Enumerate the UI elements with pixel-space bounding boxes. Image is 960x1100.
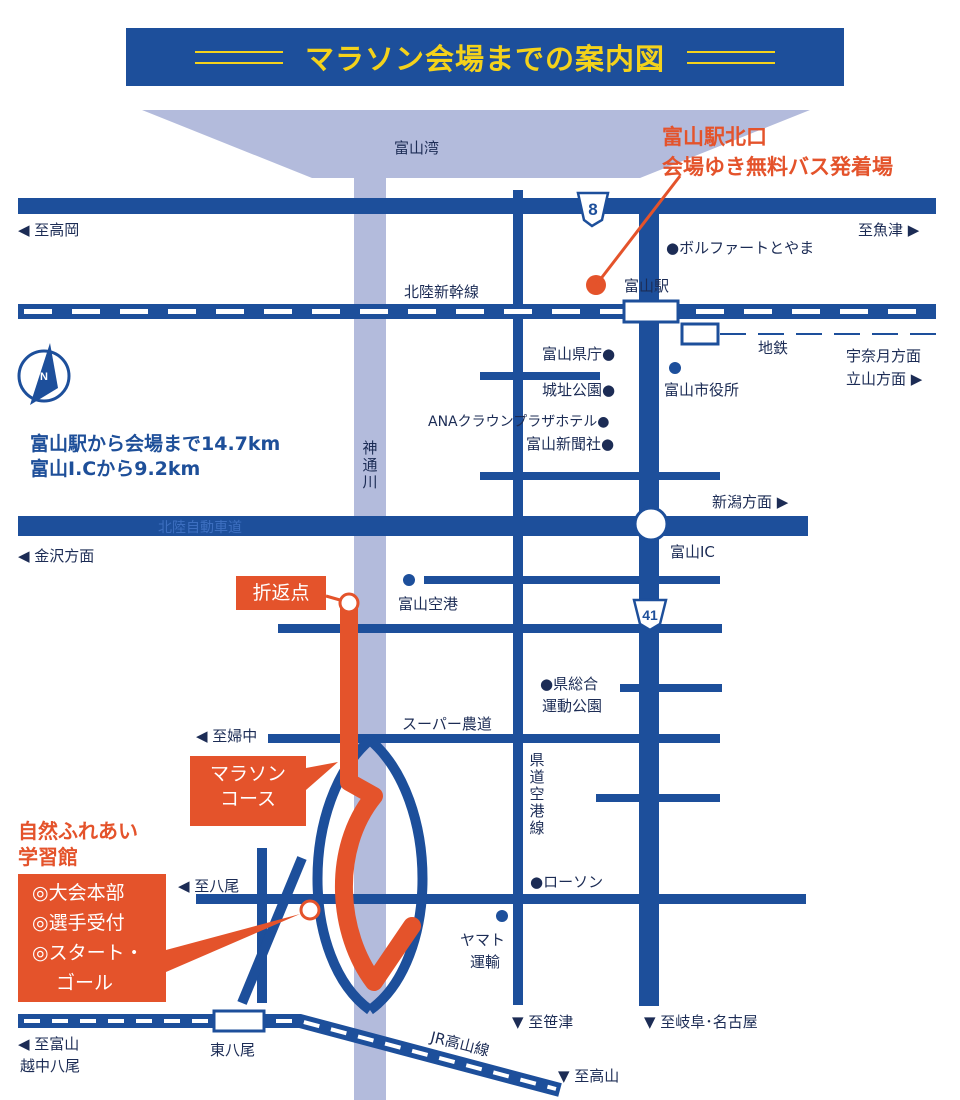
city-hall-label: 富山市役所 (664, 381, 740, 399)
higashi-yatsuo-station-box (212, 1009, 266, 1033)
distance-info: 富山駅から会場まで14.7km 富山I.Cから9.2km (30, 432, 280, 482)
compass-icon: N (17, 343, 71, 405)
hokuriku-expressway-label: 北陸自動車道 (158, 519, 242, 536)
distance-line-1: 富山駅から会場まで14.7km (30, 433, 281, 455)
turnaround-marker (338, 592, 360, 614)
to-fuchu-label: ◀ 至婦中 (196, 727, 258, 745)
title-bar: マラソン会場までの案内図 (126, 28, 844, 86)
svg-text:N: N (40, 371, 48, 383)
sports-park-label-1: ●県総合 (540, 675, 599, 693)
course-label-2: コース (219, 788, 277, 810)
venue-marker (299, 899, 321, 921)
yamato-label-2: 運輸 (470, 953, 501, 971)
kanazawa-label: ◀ 金沢方面 (18, 547, 95, 565)
toyama-station-box (622, 299, 680, 324)
shinkansen-label: 北陸新幹線 (404, 283, 480, 301)
to-sasazu-label: ▼ 至笹津 (512, 1013, 574, 1031)
joshi-park-label: 城址公園● (542, 381, 616, 399)
sports-park-label-2: 運動公園 (542, 697, 603, 715)
turnaround-box: 折返点 (236, 576, 326, 610)
venue-item-hq: ◎大会本部 (32, 882, 125, 904)
bus-stop-title: 富山駅北口 (662, 125, 767, 149)
unazuki-label: 宇奈月方面 (846, 347, 922, 365)
marathon-course (334, 595, 421, 991)
svg-text:41: 41 (642, 607, 658, 623)
route-41-shield: 41 (632, 598, 668, 632)
chitetsu-label: 地鉄 (758, 339, 789, 357)
toyama-ic-label: 富山IC (670, 543, 715, 561)
toyama-ic-marker (633, 506, 669, 542)
title-deco-right (687, 50, 775, 64)
higashi-yatsuo-label: 東八尾 (210, 1041, 256, 1059)
tateyama-label: 立山方面 ▶ (846, 370, 923, 388)
turnaround-pointer (325, 594, 341, 602)
yamato-label-1: ヤマト (460, 931, 506, 949)
venue-item-start: ◎スタート・ (32, 942, 144, 964)
etchu-yatsuo-label: 越中八尾 (20, 1057, 81, 1075)
to-yatsuo-label: ◀ 至八尾 (178, 877, 240, 895)
marathon-course-box: マラソン コース (190, 756, 306, 826)
to-takayama-label: ▼ 至高山 (558, 1067, 620, 1085)
venue-name-1: 自然ふれあい (18, 819, 138, 843)
title-deco-left (194, 50, 283, 64)
svg-text:8: 8 (588, 200, 597, 219)
diagonal-road (237, 856, 307, 1005)
course-label-1: マラソン (209, 763, 286, 785)
venue-label-pointer (166, 914, 300, 972)
bus-stop-subtitle: 会場ゆき無料バス発着場 (662, 155, 893, 179)
venue-info-box: ◎大会本部 ◎選手受付 ◎スタート・ ゴール (18, 874, 166, 1002)
airport-label: 富山空港 (398, 595, 459, 613)
bolfart-label: ●ボルファートとやま (666, 239, 815, 257)
turnaround-label: 折返点 (252, 582, 310, 604)
distance-line-2: 富山I.Cから9.2km (30, 458, 201, 480)
venue-name-2: 学習館 (18, 845, 78, 869)
river-label: 神通川 (362, 439, 378, 491)
super-nodo-label: スーパー農道 (402, 715, 492, 733)
lawson-label: ●ローソン (530, 873, 604, 891)
page-title: マラソン会場までの案内図 (304, 42, 665, 76)
landmark-dots (403, 362, 681, 922)
route-8-shield: 8 (576, 191, 610, 228)
bay-label: 富山湾 (394, 139, 440, 157)
shimbun-label: 富山新聞社● (526, 435, 615, 453)
pref-office-label: 富山県庁● (542, 345, 616, 363)
bus-stop-pointer (594, 175, 682, 286)
toyama-bay (142, 110, 810, 178)
chitetsu-station-box (680, 322, 720, 346)
venue-item-reception: ◎選手受付 (32, 912, 125, 934)
airport-road-label: 県道空港線 (529, 751, 545, 837)
course-label-pointer (306, 762, 338, 790)
venue-item-goal: ゴール (56, 972, 114, 994)
to-toyama-label: ◀ 至富山 (18, 1035, 80, 1053)
to-uozu-label: 至魚津 ▶ (858, 221, 920, 239)
to-gifu-nagoya-label: ▼ 至岐阜･名古屋 (644, 1013, 758, 1031)
ana-hotel-label: ANAクラウンプラザホテル● (428, 414, 610, 430)
niigata-label: 新潟方面 ▶ (712, 493, 789, 511)
to-takaoka-label: ◀ 至高岡 (18, 221, 80, 239)
toyama-station-label: 富山駅 (624, 277, 670, 295)
